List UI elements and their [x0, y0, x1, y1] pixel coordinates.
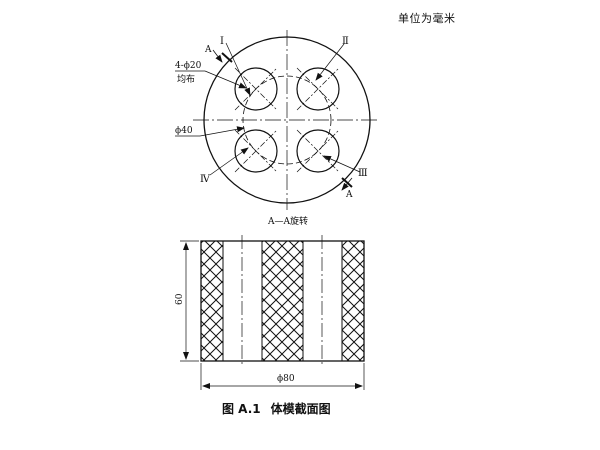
leader-hole-4: [209, 147, 249, 176]
hole-label-3: Ⅲ: [358, 168, 368, 179]
leader-pitch-diameter: [199, 126, 245, 137]
hatch-band-left: [200, 240, 224, 362]
section-arrow-top: [212, 49, 223, 63]
section-mark-bottom: A: [345, 190, 353, 200]
leader-hole-3: [323, 155, 361, 173]
height-dimension-value: 60: [175, 293, 185, 305]
section-view: 60 ϕ80: [175, 235, 365, 390]
hole-2: [296, 67, 340, 111]
leader-hole-2: [315, 43, 345, 81]
leader-hole-1: [225, 42, 251, 96]
hatch-band-center: [261, 240, 304, 362]
hole-4: [234, 129, 278, 173]
unit-note: 单位为毫米: [398, 12, 456, 25]
hole-label-2: Ⅱ: [342, 36, 349, 47]
figure-number: 图 A.1: [222, 402, 261, 416]
hole-label-1: Ⅰ: [220, 36, 224, 47]
hole-label-4: Ⅳ: [200, 174, 211, 185]
leader-holes-spec: [204, 70, 247, 89]
figure-caption: 图 A.1 体模截面图: [222, 400, 331, 417]
figure-title: 体模截面图: [270, 402, 331, 416]
width-dimension-value: ϕ80: [277, 374, 295, 384]
pitch-diameter-text: ϕ40: [175, 126, 193, 136]
top-view: A A Ⅰ Ⅱ Ⅲ Ⅳ 4-ϕ20 均布 ϕ40 A—A旋转: [175, 30, 378, 227]
section-cut-top: [221, 52, 233, 63]
section-arrow-bottom: [341, 177, 353, 191]
section-cut-bottom: [341, 177, 353, 188]
hatch-band-right: [341, 240, 365, 362]
section-caption: A—A旋转: [267, 215, 308, 227]
section-mark-top: A: [204, 45, 212, 55]
holes-spec-distribution: 均布: [177, 73, 195, 85]
hole-1: [234, 67, 278, 111]
hole-3: [296, 129, 340, 173]
holes-spec-text: 4-ϕ20: [175, 61, 202, 71]
